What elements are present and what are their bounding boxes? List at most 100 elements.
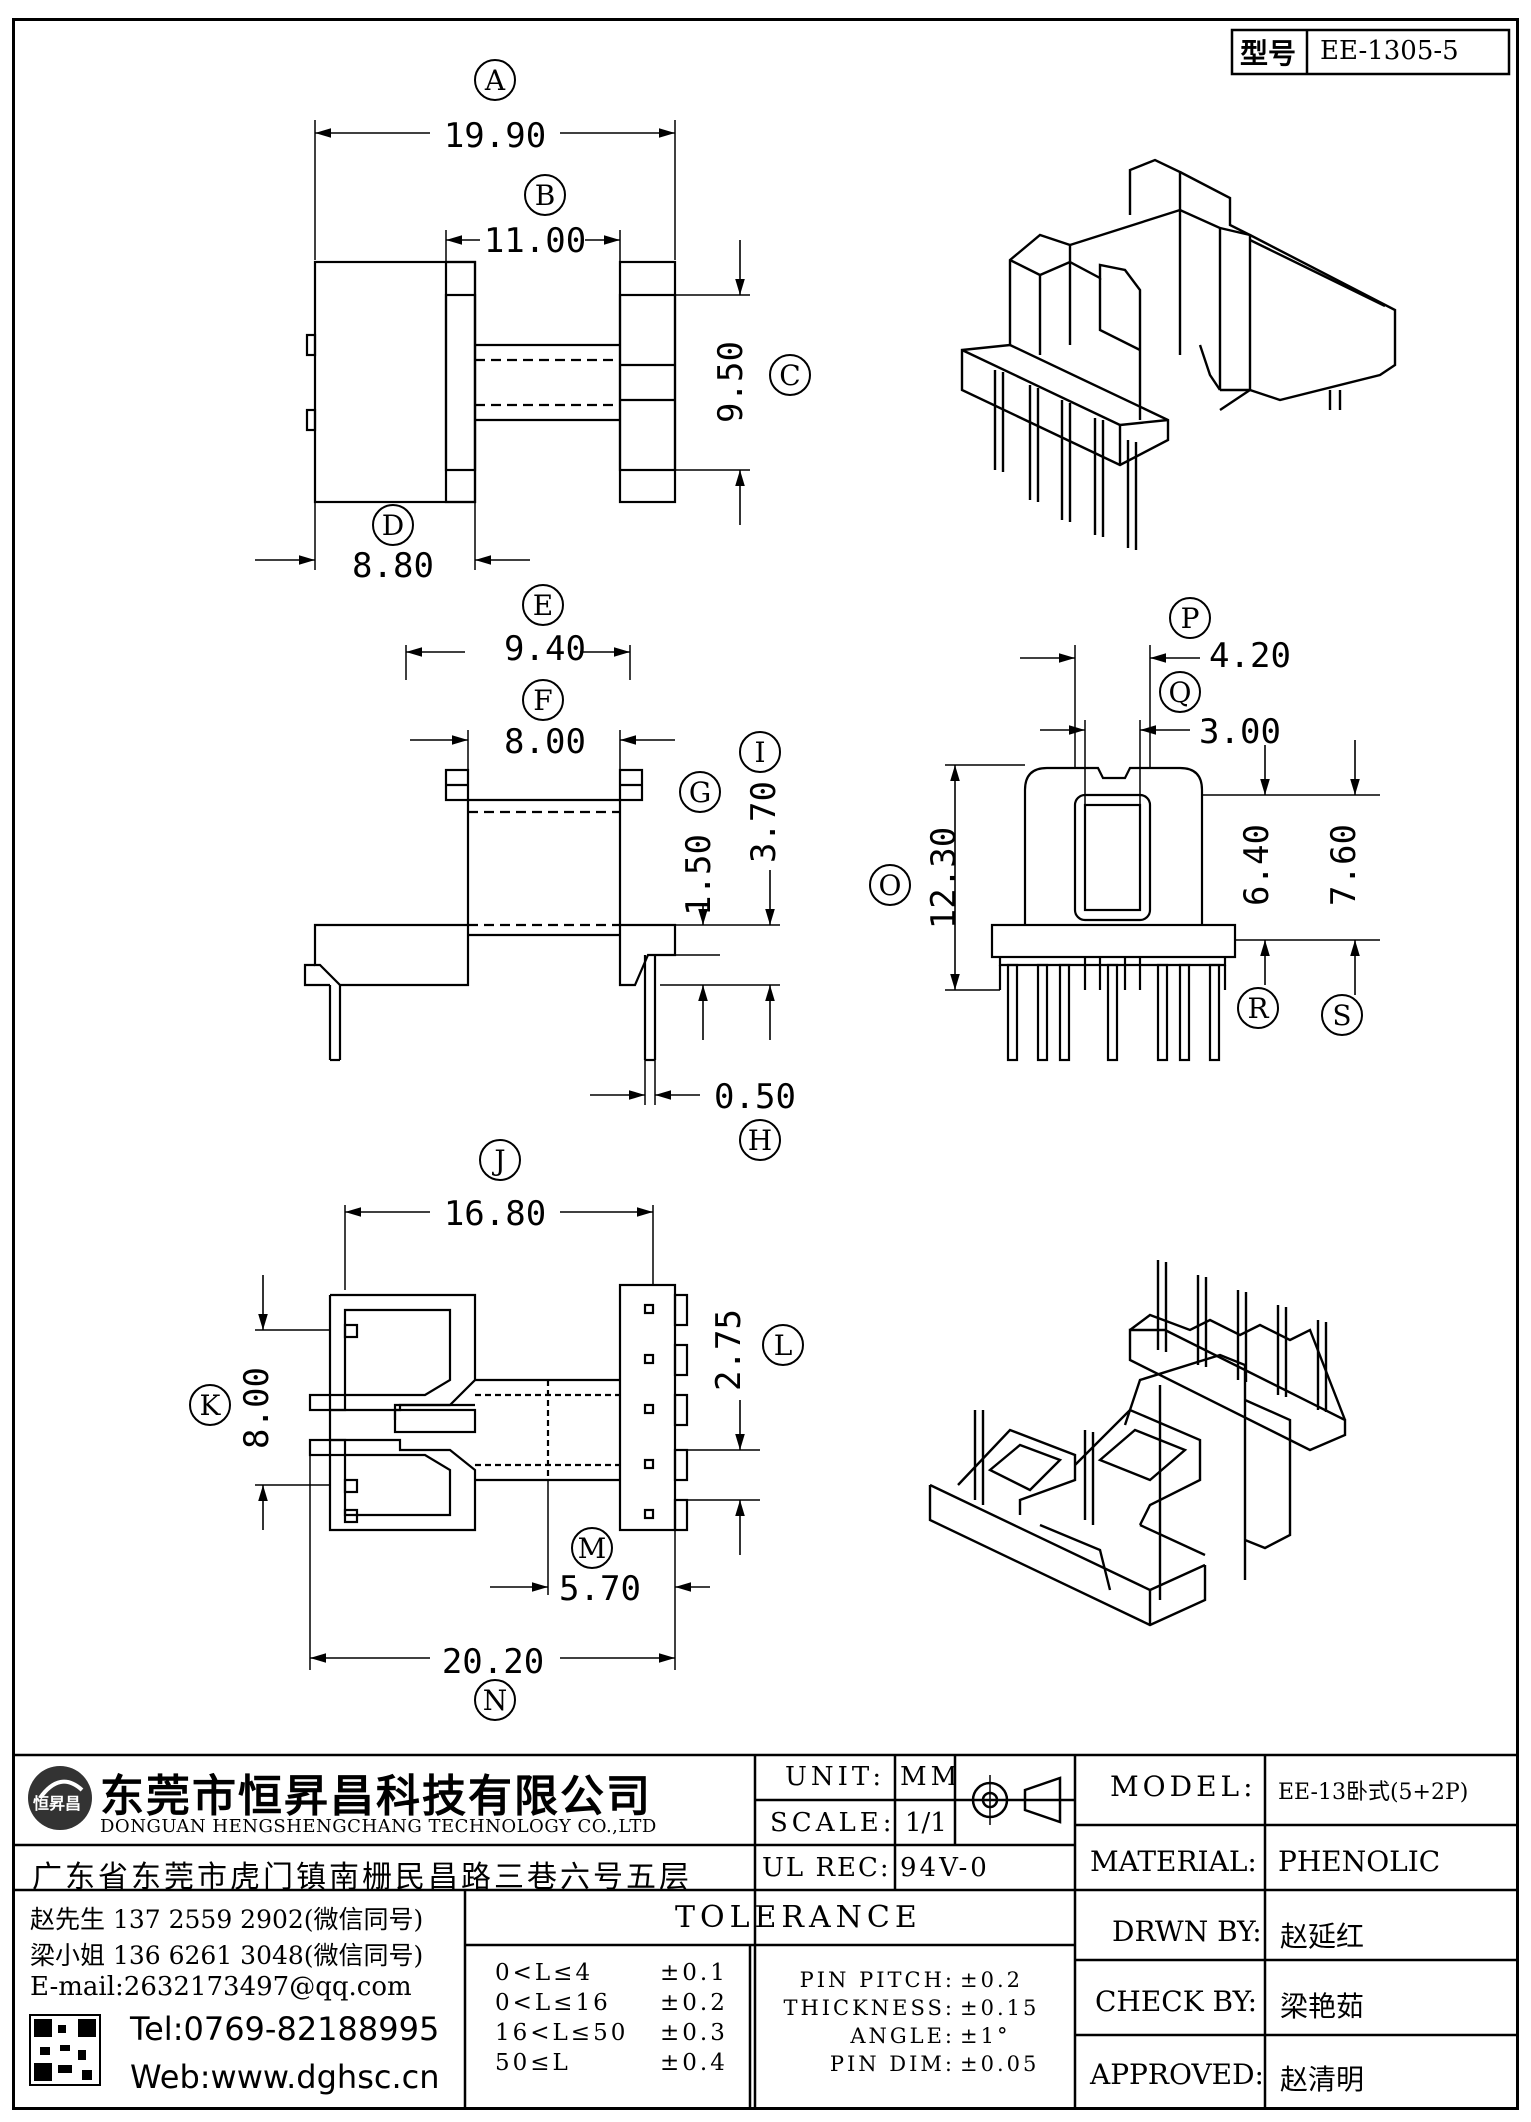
model-label: MODEL: [1110,1770,1257,1803]
front-view [945,645,1380,1062]
top-view [255,120,750,570]
dimension-marker-h [739,1119,781,1161]
dimension-label-q: Q [1169,676,1192,709]
dimension-value-f: 8.00 [504,722,586,762]
qr-code [29,2014,101,2086]
tolerance-item-value: ±0.15 [960,1996,1040,2020]
dimension-marker-n [474,1679,516,1721]
tolerance-range-value: ±0.1 [660,1960,728,1986]
ulrec-label: UL REC: [762,1853,891,1883]
drawn-label: DRWN BY: [1112,1915,1262,1948]
dimension-label-j: J [491,1144,505,1177]
dimension-value-l: 2.75 [709,1309,749,1391]
side-view [303,645,780,1105]
dimension-marker-q [1159,671,1201,713]
material-value: PHENOLIC [1278,1845,1441,1878]
model-code: EE-1305-5 [1320,36,1459,66]
dimension-marker-i [739,731,781,773]
tolerance-range: 16<L≤50 [495,2020,629,2046]
tolerance-item-label: PIN DIM: [829,2052,955,2076]
contact-tel[interactable]: Tel:0769-82188995 [130,2010,440,2048]
dimension-marker-j [479,1139,521,1181]
dimension-marker-b [524,174,566,216]
tolerance-item-value: ±0.05 [960,2052,1040,2076]
dimension-value-b: 11.00 [484,221,586,261]
check-label: CHECK BY: [1095,1985,1258,2018]
dimension-marker-f [522,679,564,721]
dimension-value-o: 12.30 [924,827,964,929]
dimension-label-s: S [1332,999,1351,1032]
dimension-marker-d [372,504,414,546]
dimension-marker-c [769,354,811,396]
tolerance-item-label: PIN PITCH: [799,1968,955,1992]
tolerance-item-value: ±1° [960,2024,1011,2048]
scale-label: SCALE: [770,1808,896,1838]
dimension-marker-k [189,1384,231,1426]
isometric-view-top [960,158,1397,550]
approved-value: 赵清明 [1280,2063,1365,2096]
contact-2: 梁小姐 136 6261 3048(微信同号) [30,1941,424,1970]
tolerance-range: 50≤L [495,2050,571,2076]
dimension-marker-l [762,1324,804,1366]
dimension-value-n: 20.20 [442,1642,544,1682]
dimension-value-a: 19.90 [444,116,546,156]
dimension-label-d: D [382,509,404,542]
dimension-label-f: F [533,684,552,717]
type-label: 型号 [1240,37,1297,70]
dimension-label-n: N [483,1684,508,1717]
contact-1: 赵先生 137 2559 2902(微信同号) [30,1905,424,1934]
dimension-marker-p [1169,597,1211,639]
dimension-label-h: H [748,1124,772,1157]
company-logo-text: 恒昇昌 [33,1794,82,1813]
tolerance-title: TOLERANCE [675,1900,922,1935]
dimension-marker-a [474,59,516,101]
unit-value: MM [900,1762,962,1792]
scale-value: 1/1 [905,1808,947,1838]
contact-web[interactable]: Web:www.dghsc.cn [130,2058,440,2096]
dimension-label-l: L [774,1329,793,1362]
dimension-label-r: R [1247,992,1269,1025]
bottom-view [255,1205,760,1670]
title-block-lines [12,28,1519,2110]
company-logo [28,1766,92,1830]
dimension-value-j: 16.80 [444,1194,546,1234]
dimension-label-c: C [779,359,800,392]
dimension-label-b: B [535,179,556,212]
dimension-label-g: G [689,776,711,809]
front-view-pins [1006,963,1221,1062]
dimension-value-p: 4.20 [1209,636,1291,676]
tolerance-item-label: THICKNESS: [783,1996,955,2020]
dimension-value-c: 9.50 [711,341,751,423]
dimension-value-k: 8.00 [237,1367,277,1449]
dimension-label-o: O [879,869,902,902]
dimension-value-d: 8.80 [352,546,434,586]
dimension-label-k: K [200,1389,222,1422]
drawing-sheet [12,18,1519,2110]
dimension-marker-m [571,1527,613,1569]
company-name-en: DONGUAN HENGSHENGCHANG TECHNOLOGY CO.,LT… [100,1816,657,1837]
model-value: EE-13卧式(5+2P) [1278,1780,1469,1805]
check-value: 梁艳茹 [1280,1990,1365,2023]
dimension-marker-g [679,771,721,813]
dimension-value-h: 0.50 [714,1077,796,1117]
dimension-value-g: 1.50 [679,834,719,916]
material-label: MATERIAL: [1090,1845,1257,1878]
unit-label: UNIT: [785,1762,886,1792]
isometric-view-bottom [928,1260,1347,1627]
contact-email[interactable]: E-mail:2632173497@qq.com [30,1972,412,2002]
approved-label: APPROVED: [1090,2058,1264,2091]
company-name-cn: 东莞市恒昇昌科技有限公司 [100,1771,652,1822]
tolerance-item-value: ±0.2 [960,1968,1023,1992]
dimension-value-i: 3.70 [744,781,784,863]
dimension-label-p: P [1181,602,1200,635]
drawn-value: 赵延红 [1280,1920,1365,1953]
dimension-label-e: E [533,589,553,622]
dimension-label-m: M [578,1532,607,1565]
dimension-marker-r [1237,987,1279,1029]
dimension-value-m: 5.70 [559,1569,641,1609]
tolerance-range-value: ±0.2 [660,1990,728,2016]
dimension-marker-s [1321,994,1363,1036]
tolerance-range-value: ±0.4 [660,2050,728,2076]
